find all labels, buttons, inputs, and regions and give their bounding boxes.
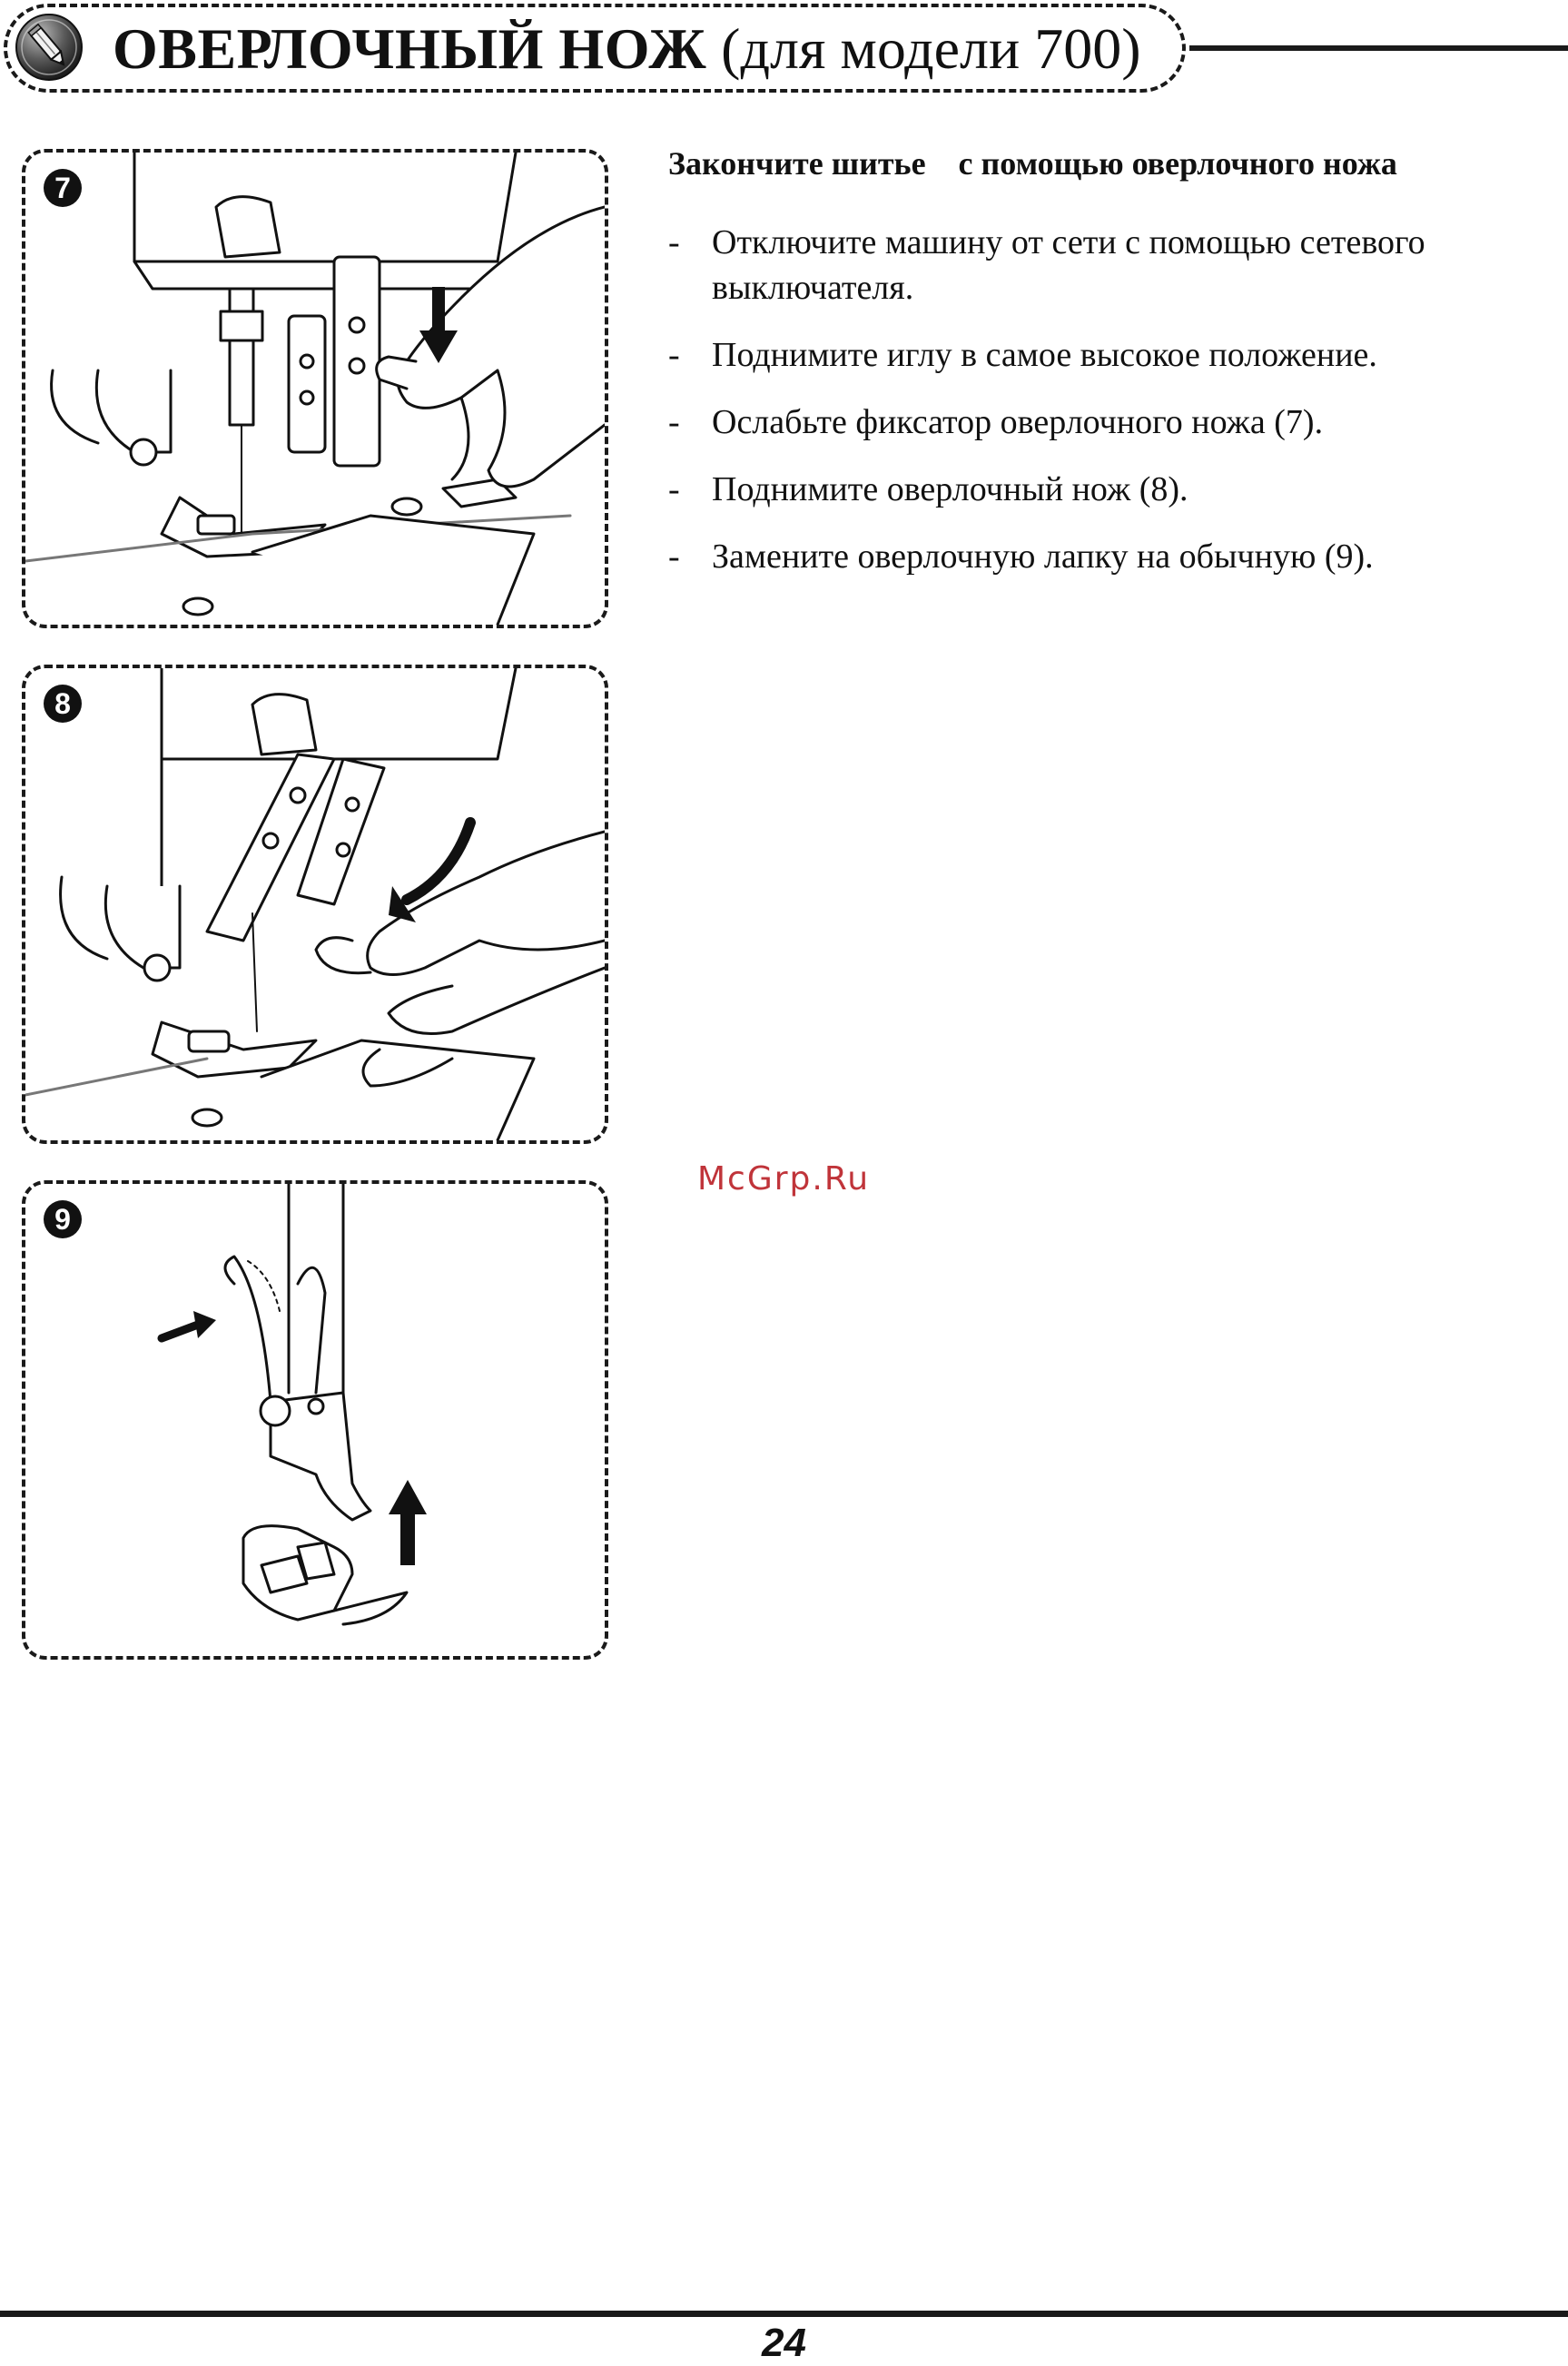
header-rule — [1189, 45, 1568, 51]
presser-foot-replace-illustration — [157, 1184, 427, 1626]
step-text: Поднимите оверлочный нож (8). — [712, 470, 1188, 508]
title-main: ОВЕРЛОЧНЫЙ НОЖ — [113, 16, 707, 81]
title-subtitle: (для модели 700) — [721, 16, 1141, 81]
bullet-dash: - — [668, 537, 680, 576]
instructions-section: Закончите шитье с помощью оверлочного но… — [668, 136, 1549, 601]
figure-7: 7 — [22, 149, 608, 628]
bullet-dash: - — [668, 223, 680, 261]
page-title: ОВЕРЛОЧНЫЙ НОЖ (для модели 700) — [113, 13, 1141, 85]
footer-rule — [0, 2311, 1568, 2317]
list-item: - Ослабьте фиксатор оверлочного ножа (7)… — [668, 399, 1549, 445]
step-text: Замените оверлочную лапку на обычную (9)… — [712, 537, 1374, 576]
watermark-link[interactable]: McGrp.Ru — [697, 1160, 871, 1198]
step-text: Отключите машину от сети с помощью сетев… — [712, 223, 1425, 307]
step-text: Ослабьте фиксатор оверлочного ножа (7). — [712, 403, 1324, 441]
figure-number-8: 8 — [44, 685, 82, 723]
list-item: - Поднимите иглу в самое высокое положен… — [668, 332, 1549, 378]
list-item: - Поднимите оверлочный нож (8). — [668, 467, 1549, 512]
figure-number-7: 7 — [44, 169, 82, 207]
page-number: 24 — [762, 2321, 806, 2365]
figure-8: 8 — [22, 665, 608, 1144]
title-banner — [4, 4, 1186, 93]
step-list: - Отключите машину от сети с помощью сет… — [668, 220, 1549, 579]
bullet-dash: - — [668, 403, 680, 441]
pencil-icon — [15, 14, 83, 81]
overlock-knife-loosen-illustration — [25, 153, 605, 625]
bullet-dash: - — [668, 336, 680, 374]
overlock-knife-raise-illustration — [25, 668, 605, 1140]
list-item: - Замените оверлочную лапку на обычную (… — [668, 534, 1549, 579]
page-header: ОВЕРЛОЧНЫЙ НОЖ (для модели 700) — [0, 0, 1568, 100]
figure-9: 9 — [22, 1180, 608, 1660]
figure-number-9: 9 — [44, 1200, 82, 1238]
bullet-dash: - — [668, 470, 680, 508]
step-text: Поднимите иглу в самое высокое положение… — [712, 336, 1377, 374]
section-heading: Закончите шитье с помощью оверлочного но… — [668, 145, 1397, 182]
list-item: - Отключите машину от сети с помощью сет… — [668, 220, 1549, 311]
